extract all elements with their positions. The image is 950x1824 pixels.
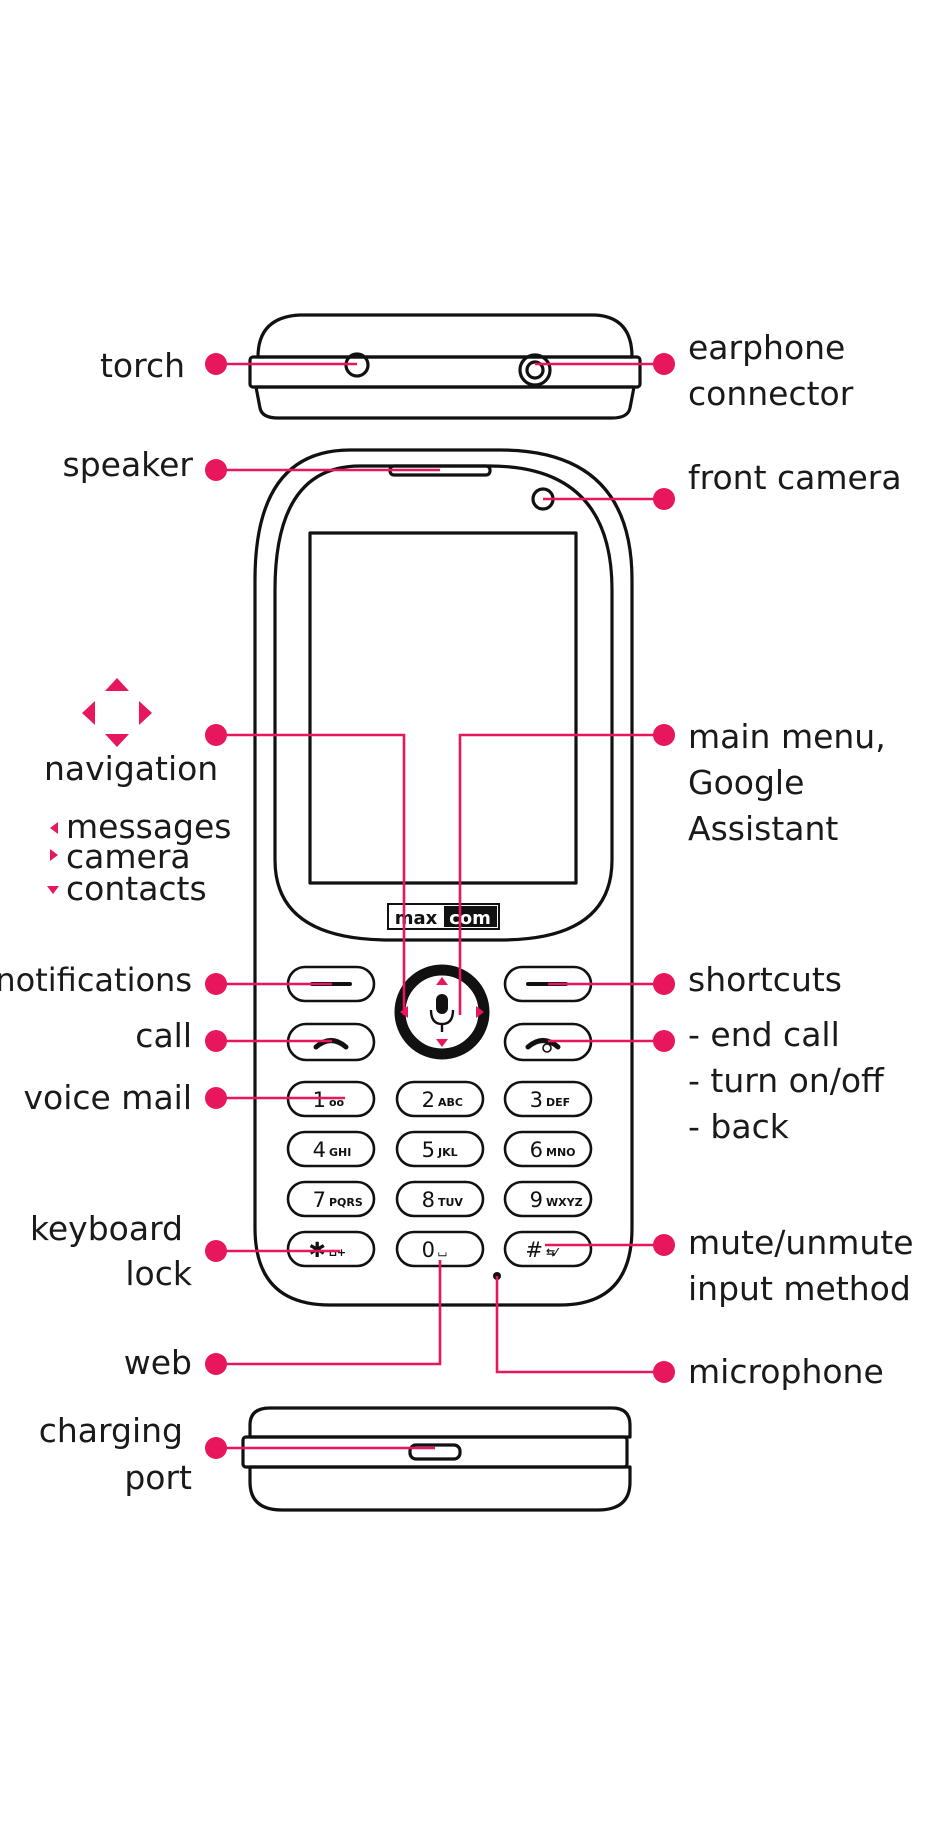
label-notifications: notifications bbox=[0, 961, 192, 999]
key-star[interactable]: ✱⌂+ bbox=[286, 1230, 376, 1268]
label-mute-1: mute/unmute bbox=[688, 1223, 914, 1262]
earphone-jack-icon bbox=[518, 353, 552, 387]
key-sub-label: ⌴ bbox=[438, 1246, 447, 1259]
label-main-menu-2: Google bbox=[688, 763, 804, 802]
key-sub-label: GHI bbox=[329, 1146, 351, 1159]
key-sub-label: JKL bbox=[437, 1146, 458, 1159]
key-main-label: # bbox=[525, 1238, 543, 1262]
key-main-label: 9 bbox=[530, 1188, 543, 1212]
label-main-menu-3: Assistant bbox=[688, 809, 838, 848]
key-main-label: 0 bbox=[422, 1238, 435, 1262]
label-nav-messages: messages bbox=[66, 807, 232, 846]
label-microphone: microphone bbox=[688, 1352, 884, 1391]
arrow-right-icon bbox=[50, 849, 58, 861]
label-navigation: navigation bbox=[44, 749, 218, 788]
label-keyboard-lock-2: lock bbox=[125, 1254, 193, 1293]
key-sub-label: ⌂+ bbox=[329, 1246, 346, 1259]
arrow-down-icon bbox=[47, 886, 59, 894]
label-keyboard-lock-1: keyboard bbox=[30, 1209, 183, 1248]
label-end-call-2: - turn on/off bbox=[688, 1061, 885, 1100]
screen bbox=[308, 531, 578, 885]
usb-port-icon bbox=[408, 1443, 462, 1461]
label-torch: torch bbox=[100, 346, 185, 385]
label-call: call bbox=[135, 1016, 192, 1055]
leader-lines bbox=[216, 362, 664, 1450]
leader-dots bbox=[205, 353, 675, 1459]
key-sub-label: WXYZ bbox=[546, 1196, 583, 1209]
label-earphone-2: connector bbox=[688, 374, 854, 413]
key-main-label: 4 bbox=[313, 1138, 326, 1162]
key-sub-label: TUV bbox=[438, 1196, 463, 1209]
key-sub-label: ABC bbox=[438, 1096, 463, 1109]
key-main-label: 3 bbox=[530, 1088, 543, 1112]
key-main-label: 6 bbox=[530, 1138, 543, 1162]
label-nav-contacts: contacts bbox=[66, 869, 207, 908]
key-sub-label: DEF bbox=[546, 1096, 570, 1109]
label-end-call-3: - back bbox=[688, 1107, 790, 1146]
key-main-label: 5 bbox=[422, 1138, 435, 1162]
key-sub-label: ⇆⁄ bbox=[546, 1246, 560, 1259]
key-main-label: 2 bbox=[422, 1088, 435, 1112]
key-main-label: 7 bbox=[313, 1188, 326, 1212]
brand-right: com bbox=[449, 908, 491, 929]
label-end-call-1: - end call bbox=[688, 1015, 840, 1054]
key-sub-label: PQRS bbox=[329, 1196, 363, 1209]
arrow-left-icon bbox=[50, 822, 58, 834]
label-mute-2: input method bbox=[688, 1269, 911, 1308]
brand-left: max bbox=[395, 908, 438, 929]
label-charging-2: port bbox=[124, 1458, 192, 1497]
label-charging-1: charging bbox=[39, 1411, 183, 1450]
handset-power-icon bbox=[525, 1038, 561, 1050]
key-hash[interactable]: #⇆⁄ bbox=[503, 1230, 593, 1268]
label-web: web bbox=[124, 1343, 192, 1382]
label-voice-mail: voice mail bbox=[23, 1078, 192, 1117]
key-sub-label: MNO bbox=[546, 1146, 576, 1159]
label-shortcuts: shortcuts bbox=[688, 960, 842, 999]
label-speaker: speaker bbox=[63, 445, 194, 484]
microphone-icon bbox=[436, 994, 448, 1014]
phone-bottom-view bbox=[241, 1406, 632, 1512]
label-earphone-1: earphone bbox=[688, 328, 845, 367]
label-main-menu-1: main menu, bbox=[688, 717, 886, 756]
phone-top-view bbox=[248, 313, 642, 420]
label-front-camera: front camera bbox=[688, 458, 902, 497]
label-nav-camera: camera bbox=[66, 837, 191, 876]
key-main-label: 8 bbox=[422, 1188, 435, 1212]
navigation-arrows-icon bbox=[82, 678, 152, 747]
key-main-label: 1 bbox=[313, 1088, 326, 1112]
